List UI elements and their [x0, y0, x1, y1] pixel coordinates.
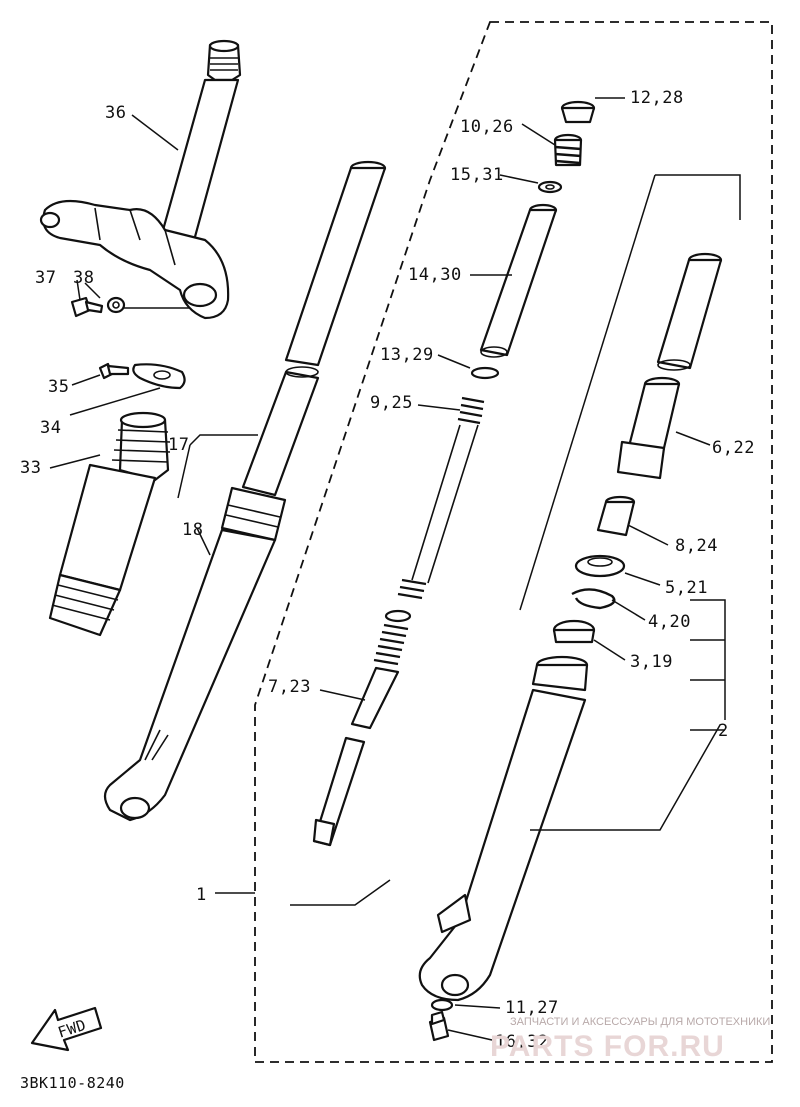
callout-8-24: 8,24: [675, 536, 718, 556]
callout-37: 37: [35, 268, 56, 288]
outer-tube-part-18: [103, 486, 287, 822]
outer-tube-group-bracket: [519, 174, 741, 611]
assembly-outline: [254, 21, 773, 1063]
cap-bolt-part-12-28: [560, 100, 596, 124]
outer-tube-part-2: [418, 655, 589, 1002]
callout-18: 18: [182, 520, 203, 540]
callout-1: 1: [196, 885, 207, 905]
assembly-lower-outline: [290, 879, 391, 906]
diagram-code: 3BK110-8240: [20, 1074, 125, 1092]
callout-35: 35: [48, 377, 69, 397]
callout-36: 36: [105, 103, 126, 123]
sleeve-part-6-22-lower: [616, 376, 681, 480]
bolt-part-37: [70, 296, 104, 318]
watermark: ЗАПЧАСТИ И АКСЕССУАРЫ ДЛЯ МОТОТЕХНИКИ PA…: [490, 1016, 770, 1063]
washer-part-11-27: [430, 998, 454, 1012]
damper-rod-part-7-23: [312, 609, 412, 847]
callout-2: 2: [718, 721, 729, 741]
callout-7-23: 7,23: [268, 677, 311, 697]
guide-plate-part-34: [132, 363, 186, 390]
callout-16-32: 16,32: [495, 1032, 549, 1052]
bolt-part-16-32: [428, 1010, 450, 1042]
spacer-tube-part-14-30: [479, 203, 558, 358]
callout-14-30: 14,30: [408, 265, 462, 285]
fwd-arrow: FWD: [30, 1006, 103, 1052]
callout-labels: 36 37 38 35 34 33 17 18 1 12,28 10,26 15…: [20, 88, 755, 1092]
watermark-caption: ЗАПЧАСТИ И АКСЕССУАРЫ ДЛЯ МОТОТЕХНИКИ: [510, 1016, 770, 1028]
callout-33: 33: [20, 458, 41, 478]
upper-bracket-part-36: [39, 39, 242, 320]
retaining-clip-part-4-20: [571, 588, 616, 610]
watermark-brand: PARTS FOR.RU: [490, 1030, 725, 1063]
callout-9-25: 9,25: [370, 393, 413, 413]
callout-6-22: 6,22: [712, 438, 755, 458]
oil-seal-part-3-19: [552, 619, 596, 644]
callout-15-31: 15,31: [450, 165, 504, 185]
washer-part-38: [106, 296, 126, 314]
washer-part-13-29: [470, 366, 500, 380]
callout-10-26: 10,26: [460, 117, 514, 137]
piston-part-8-24: [596, 495, 636, 537]
fork-spring-part-9-25: [397, 396, 485, 600]
callout-17: 17: [168, 435, 189, 455]
washer-part-15-31: [537, 180, 563, 194]
dust-seal-part-5-21: [574, 554, 626, 578]
callout-34: 34: [40, 418, 61, 438]
callout-12-28: 12,28: [630, 88, 684, 108]
leader-lines: [49, 97, 726, 1041]
callout-3-19: 3,19: [630, 652, 673, 672]
inner-tube-part-17: [241, 160, 387, 497]
callout-38: 38: [73, 268, 94, 288]
callout-4-20: 4,20: [648, 612, 691, 632]
callout-13-29: 13,29: [380, 345, 434, 365]
spring-seat-part-10-26: [553, 133, 583, 167]
dust-boot-part-33: [48, 411, 171, 637]
callout-11-27: 11,27: [505, 998, 559, 1018]
bolt-part-35: [98, 362, 130, 380]
callout-5-21: 5,21: [665, 578, 708, 598]
sleeve-part-6-22-upper: [656, 252, 723, 371]
